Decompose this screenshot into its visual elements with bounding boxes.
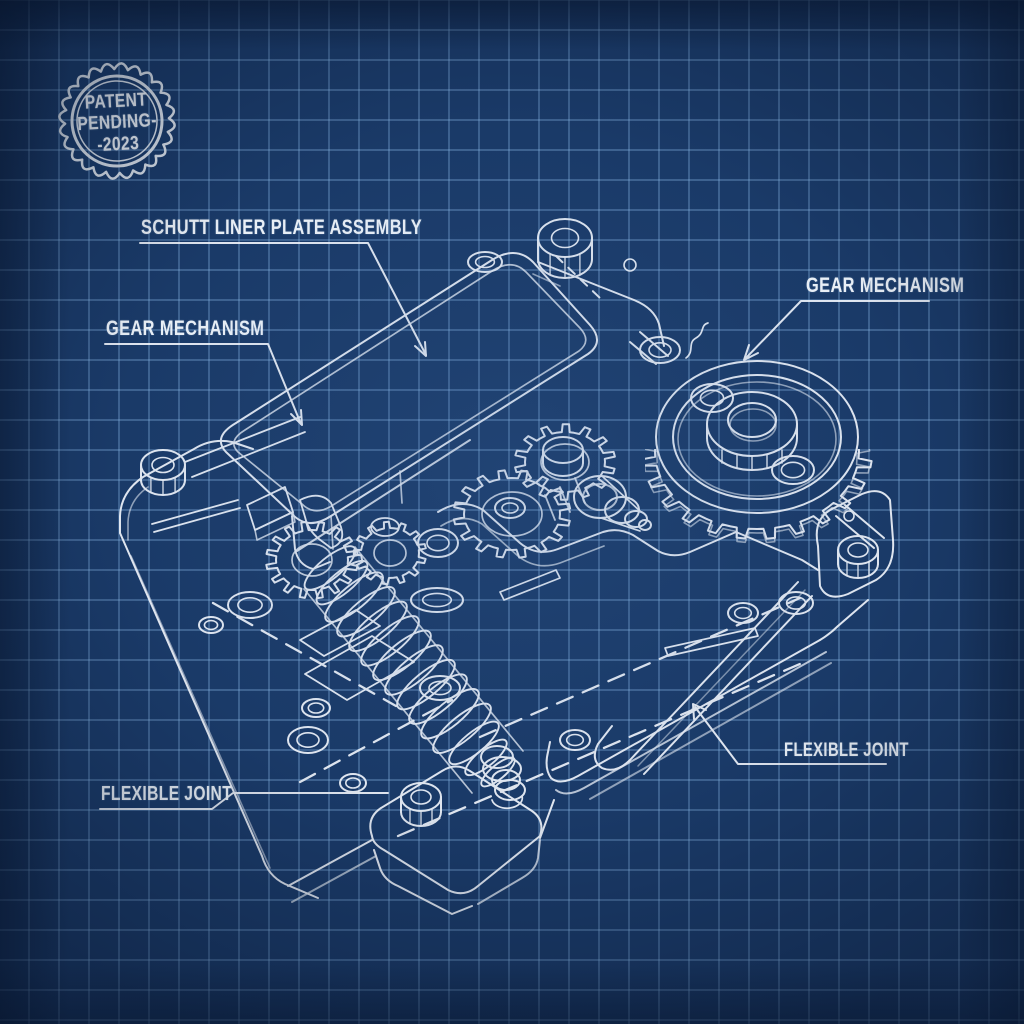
cover-plate bbox=[219, 252, 709, 570]
label-flexible-joint-left: FLEXIBLE JOINT bbox=[101, 783, 233, 805]
stamp-line2: PENDING- bbox=[76, 109, 158, 136]
corner-block-bottom-left bbox=[369, 765, 543, 915]
base-plate bbox=[119, 255, 885, 903]
label-gear-mechanism-right: GEAR MECHANISM bbox=[806, 274, 965, 297]
washer bbox=[370, 517, 400, 537]
label-gear-mechanism-left: GEAR MECHANISM bbox=[106, 317, 265, 340]
stepped-cone bbox=[573, 475, 652, 532]
label-flexible-joint-right: FLEXIBLE JOINT bbox=[784, 740, 909, 761]
gear-cluster bbox=[265, 423, 652, 600]
label-schutt-liner-plate-assembly: SCHUTT LINER PLATE ASSEMBLY bbox=[141, 216, 423, 239]
large-gear bbox=[645, 360, 873, 544]
leader-gear-right bbox=[744, 300, 930, 360]
